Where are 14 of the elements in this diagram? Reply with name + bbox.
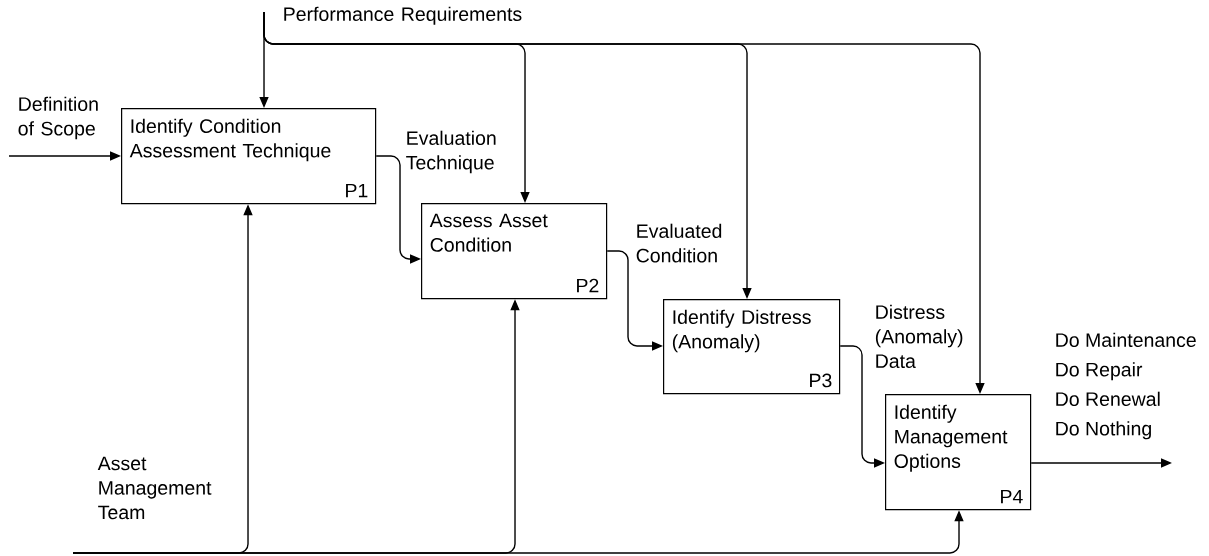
process-box: Assess Asset Condition P2 [421,203,608,300]
output-label: Do Repair [1056,362,1143,381]
edge-label: Performance Requirements [284,6,522,25]
edge-label: Evaluation Technique [406,130,496,174]
edge-label: Definition of Scope [18,96,98,140]
output-label: Do Nothing [1056,421,1151,440]
process-box: Identify Management Options P4 [885,394,1032,511]
output-label: Do Renewal [1056,391,1160,406]
edge-label: Asset Management Team [97,456,212,520]
edge-label: Distress (Anomaly) Data [875,304,963,368]
process-box: Identify Distress (Anomaly) P3 [663,299,841,395]
edge-label: Evaluated Condition [636,223,722,263]
process-box: Identify Condition Assessment Technique P1 [121,108,377,205]
output-label: Do Maintenance [1056,332,1196,347]
